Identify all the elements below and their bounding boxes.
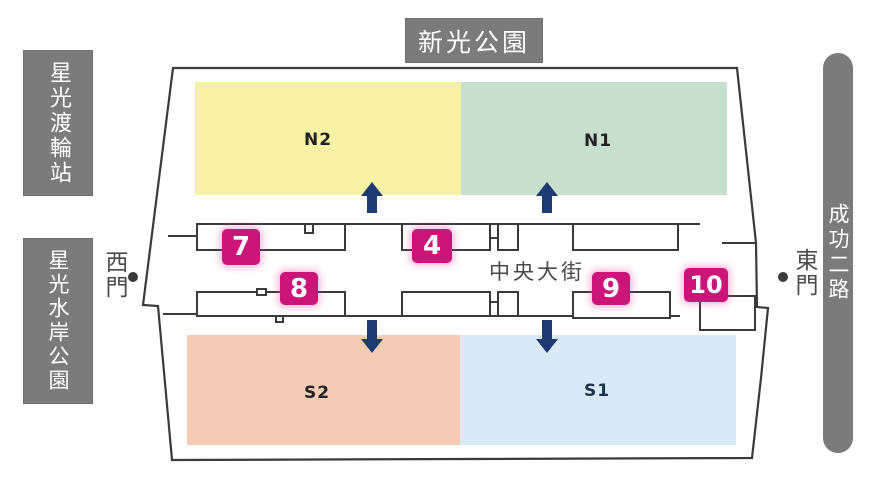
- marker-10: 10: [684, 268, 728, 302]
- sign-road-chenggong: 成功二路: [823, 53, 853, 453]
- east-gate-label: 東門: [791, 248, 817, 298]
- zone-label-n1: N1: [583, 131, 613, 151]
- zone-s1: [460, 335, 736, 445]
- arrow-down-icon: [361, 320, 383, 353]
- marker-9: 9: [592, 272, 630, 305]
- zone-label-s1: S1: [583, 381, 611, 401]
- marker-8: 8: [280, 272, 318, 305]
- east-gate-dot: [778, 272, 788, 282]
- arrow-up-icon: [361, 182, 383, 213]
- zone-n2: [195, 82, 461, 195]
- zone-n1: [461, 82, 727, 195]
- sign-waterfront-park: 星光水岸公園: [23, 238, 93, 404]
- zone-label-n2: N2: [303, 130, 333, 150]
- central-street-label: 中央大街: [489, 260, 585, 284]
- arrow-up-icon: [536, 182, 558, 213]
- sign-ferry-station: 星光渡輪站: [23, 50, 93, 196]
- marker-7: 7: [222, 229, 260, 265]
- zone-s2: [187, 335, 460, 445]
- arrow-down-icon: [536, 320, 558, 353]
- west-gate-label: 西門: [101, 250, 127, 300]
- marker-4: 4: [412, 229, 452, 263]
- zone-label-s2: S2: [303, 383, 331, 403]
- sign-park-north: 新光公園: [405, 18, 543, 63]
- west-gate-dot: [128, 272, 138, 282]
